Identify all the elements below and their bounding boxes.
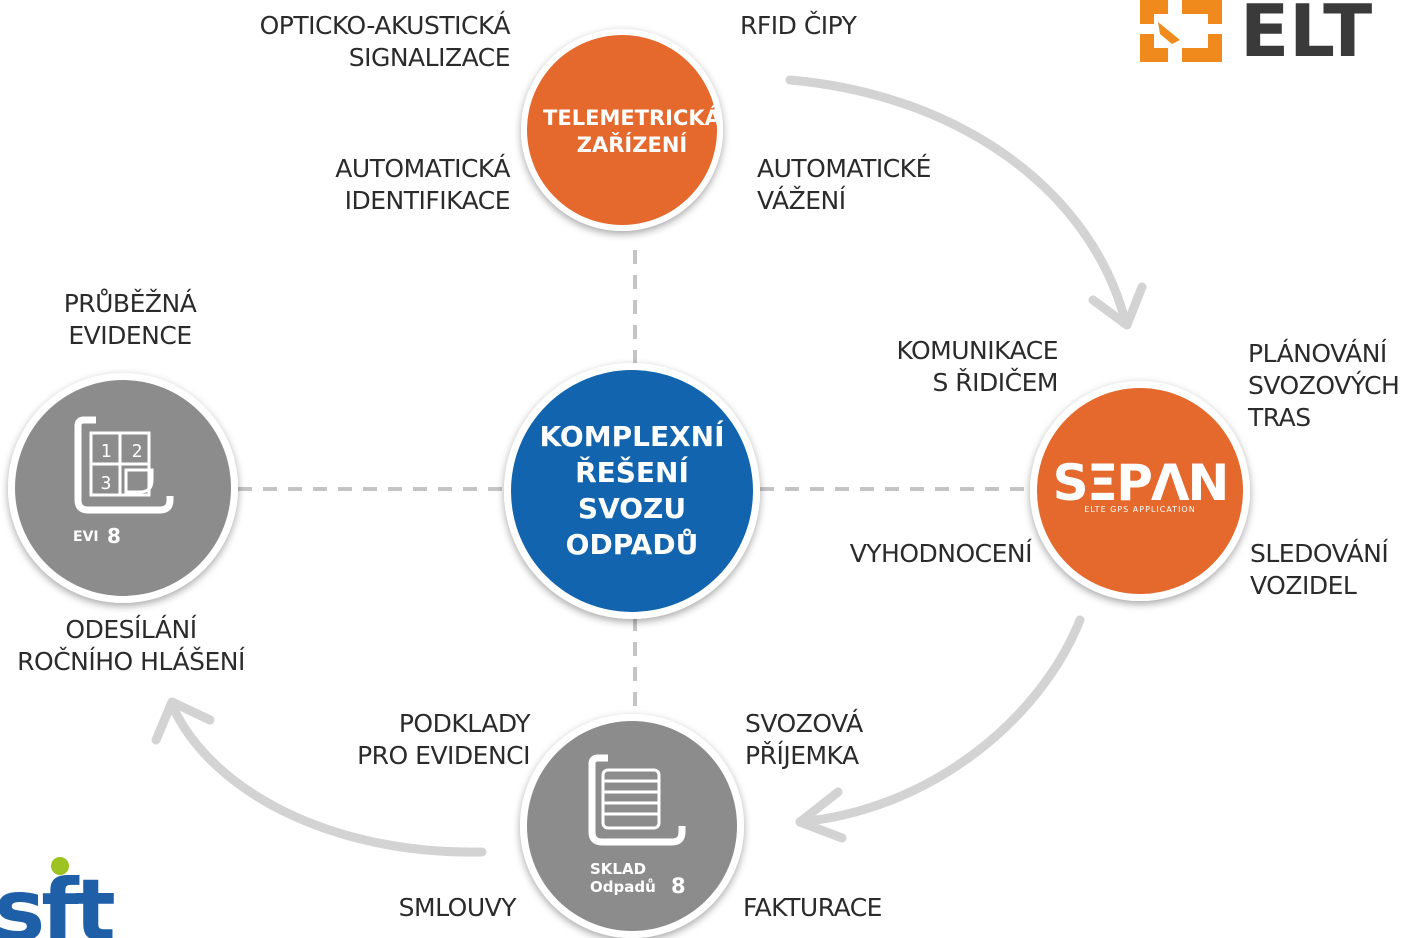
label-collection-receipt: SVOZOVÁ PŘÍJEMKA (745, 709, 863, 770)
label-optic-signalization: OPTICKO-AKUSTICKÁ SIGNALIZACE (259, 11, 511, 72)
sepan-node: SΞPΛN ELTE GPS APPLICATION (1030, 381, 1250, 601)
label-invoicing: FAKTURACE (743, 893, 882, 922)
evi-icon (74, 416, 174, 514)
center-line2: ŘEŠENÍ (575, 455, 689, 489)
sklad-icon (588, 754, 686, 846)
arrow-sepan-to-sklad (795, 615, 1085, 827)
elte-logo: ELT (1140, 0, 1372, 73)
sklad-name-line1: SKLAD (590, 860, 646, 878)
arrowhead-left (151, 697, 215, 745)
elte-logo-text: ELT (1240, 0, 1372, 73)
label-annual-report: ODESÍLÁNÍ ROČNÍHO HLÁŠENÍ (17, 615, 245, 676)
dashed-connectors (238, 250, 1035, 720)
evi-node: 1 2 3 EVI 8 (8, 373, 238, 603)
cycle-arrows (167, 75, 1130, 857)
center-line1: KOMPLEXNÍ (539, 419, 724, 453)
telemetry-node: TELEMETRICKÁ ZAŘÍZENÍ (521, 29, 723, 231)
telemetry-title-line1: TELEMETRICKÁ (543, 105, 722, 130)
arrowhead-right (1088, 282, 1147, 330)
evi-cell-1: 1 (101, 441, 112, 462)
label-evidence-documents: PODKLADY PRO EVIDENCI (357, 709, 530, 770)
telemetry-title-line2: ZAŘÍZENÍ (577, 132, 688, 157)
sepan-logo-subtitle: ELTE GPS APPLICATION (1084, 505, 1195, 514)
arrow-telemetry-to-sepan (785, 75, 1130, 325)
label-evaluation: VYHODNOCENÍ (849, 539, 1033, 568)
arrow-sklad-to-evi (167, 700, 487, 857)
arrow-heads (151, 282, 1147, 843)
evi-cell-2: 2 (132, 441, 143, 462)
sepan-logo-text: SΞPΛN (1053, 454, 1228, 512)
label-driver-communication: KOMUNIKACE S ŘIDIČEM (896, 336, 1058, 397)
center-line3: SVOZU (578, 492, 686, 525)
sklad-node: SKLAD Odpadů 8 (520, 714, 744, 938)
center-line4: ODPADŮ (566, 527, 699, 561)
label-route-planning: PLÁNOVÁNÍ SVOZOVÝCH TRAS (1248, 339, 1400, 432)
arrowhead-bottom (795, 787, 847, 843)
label-continuous-evidence: PRŮBĚŽNÁ EVIDENCE (63, 289, 197, 350)
label-contracts: SMLOUVY (398, 893, 517, 922)
evi-name: EVI (73, 529, 99, 545)
label-auto-weighing: AUTOMATICKÉ VÁŽENÍ (757, 154, 931, 215)
label-auto-identification: AUTOMATICKÁ IDENTIFIKACE (335, 154, 510, 215)
center-node: KOMPLEXNÍ ŘEŠENÍ SVOZU ODPADŮ (504, 363, 760, 619)
evi-version: 8 (107, 524, 121, 548)
soft-logo: sft (0, 857, 119, 938)
evi-cell-3: 3 (101, 473, 112, 494)
soft-logo-dot (51, 857, 69, 875)
label-vehicle-tracking: SLEDOVÁNÍ VOZIDEL (1250, 539, 1389, 600)
sklad-version: 8 (671, 874, 686, 898)
elte-logo-mark (1140, 0, 1222, 62)
label-rfid-chips: RFID ČIPY (740, 11, 857, 40)
sklad-name-line2: Odpadů (590, 878, 656, 896)
